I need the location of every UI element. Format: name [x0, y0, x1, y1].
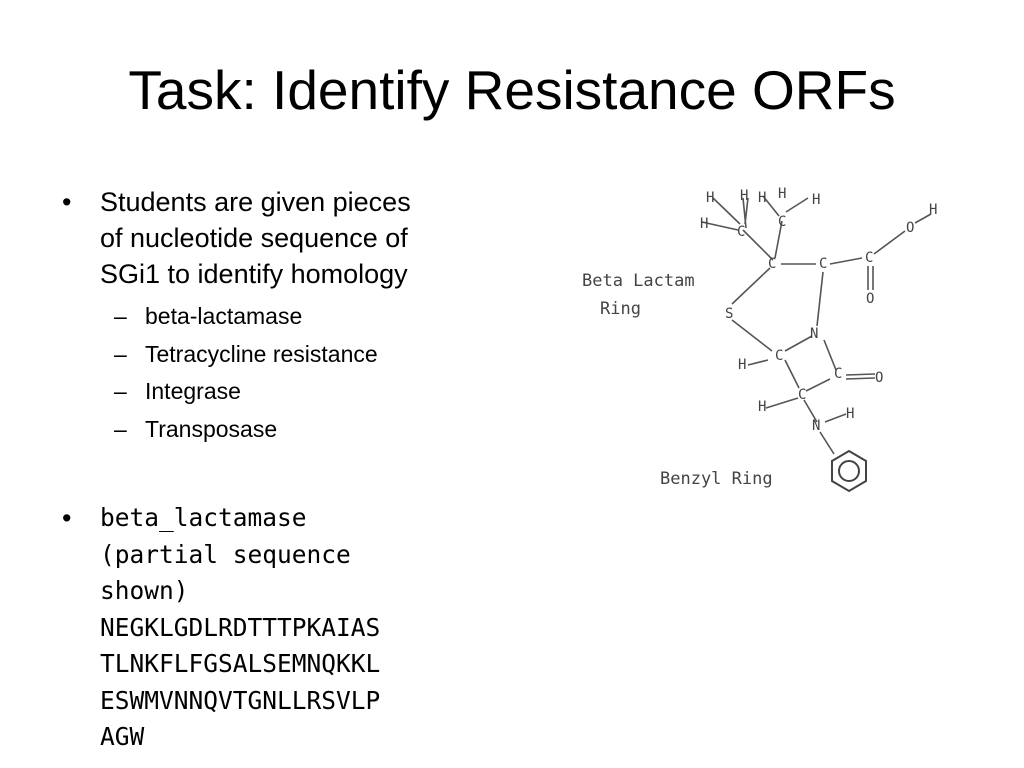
- bullet-dot: •: [62, 503, 72, 533]
- svg-text:C: C: [834, 366, 842, 382]
- sub-item-tetracycline: –Tetracycline resistance: [114, 340, 378, 367]
- sequence-line: beta_lactamase: [100, 503, 307, 532]
- bullet-list: • Students are given pieces of nucleotid…: [62, 184, 512, 448]
- svg-text:H: H: [929, 202, 937, 218]
- sub-item-beta-lactamase: –beta-lactamase: [114, 303, 303, 329]
- svg-text:H: H: [738, 357, 746, 373]
- sequence-bullet: • beta_lactamase (partial sequence shown…: [62, 500, 560, 756]
- sub-bullet-list: –beta-lactamase –Tetracycline resistance…: [62, 298, 512, 448]
- svg-text:H: H: [846, 406, 854, 422]
- svg-text:H: H: [758, 399, 766, 415]
- svg-text:C: C: [798, 387, 806, 403]
- svg-text:C: C: [865, 250, 873, 266]
- bullet-dot: •: [62, 187, 72, 217]
- benzene-ring-icon: [831, 449, 867, 493]
- sequence-line: (partial sequence: [100, 539, 351, 569]
- svg-text:C: C: [775, 348, 783, 364]
- beta-lactam-label-ring: Ring: [600, 299, 641, 319]
- sequence-line: NEGKLGDLRDTTTPKAIAS: [100, 612, 381, 642]
- bullet-item-students: • Students are given pieces of nucleotid…: [62, 184, 512, 292]
- svg-text:S: S: [725, 306, 733, 322]
- svg-text:H: H: [758, 190, 766, 206]
- sequence-line: shown): [100, 576, 189, 605]
- svg-text:O: O: [906, 220, 914, 236]
- sequence-line: ESWMVNNQVTGNLLRSVLP: [100, 685, 381, 715]
- svg-text:O: O: [875, 370, 883, 386]
- svg-text:C: C: [768, 256, 776, 272]
- svg-text:C: C: [819, 256, 827, 272]
- benzyl-ring-label: Benzyl Ring: [660, 469, 773, 489]
- beta-lactam-label: Beta Lactam: [582, 271, 695, 291]
- sub-item-integrase: –Integrase: [114, 378, 241, 404]
- slide-title: Task: Identify Resistance ORFs: [128, 59, 896, 121]
- svg-text:H: H: [812, 192, 820, 208]
- sequence-line: AGW: [100, 722, 145, 751]
- svg-text:H: H: [700, 216, 708, 232]
- svg-text:N: N: [812, 418, 820, 434]
- svg-text:N: N: [810, 326, 818, 342]
- svg-text:H: H: [740, 188, 748, 204]
- bullet-line: Students are given pieces: [100, 187, 411, 217]
- sub-item-transposase: –Transposase: [114, 415, 278, 442]
- svg-text:C: C: [737, 224, 745, 240]
- svg-text:O: O: [866, 291, 874, 307]
- bullet-line: SGi1 to identify homology: [100, 259, 408, 289]
- svg-text:H: H: [778, 186, 786, 202]
- svg-text:C: C: [778, 214, 786, 230]
- sequence-line: TLNKFLFGSALSEMNQKKL: [100, 649, 381, 678]
- bullet-line: of nucleotide sequence of: [100, 223, 408, 253]
- svg-text:H: H: [706, 190, 714, 206]
